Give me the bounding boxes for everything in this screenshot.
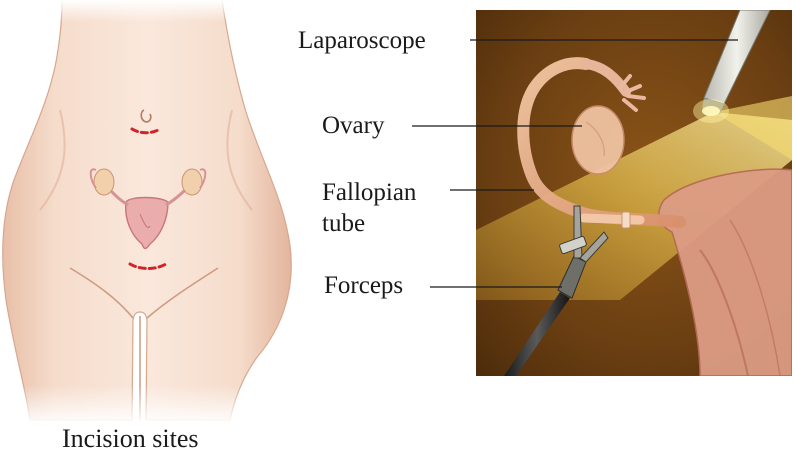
label-forceps: Forceps [324, 273, 403, 298]
torso-illustration [0, 0, 300, 425]
label-fallopian-tube: Fallopian tube [322, 177, 462, 239]
label-laparoscope: Laparoscope [298, 28, 426, 53]
right-ovary [182, 169, 202, 195]
ovary [572, 106, 624, 174]
laparoscopic-view-panel [476, 10, 792, 376]
caption-incision-sites: Incision sites [62, 426, 199, 452]
label-ovary: Ovary [322, 113, 384, 138]
left-ovary [94, 169, 114, 195]
